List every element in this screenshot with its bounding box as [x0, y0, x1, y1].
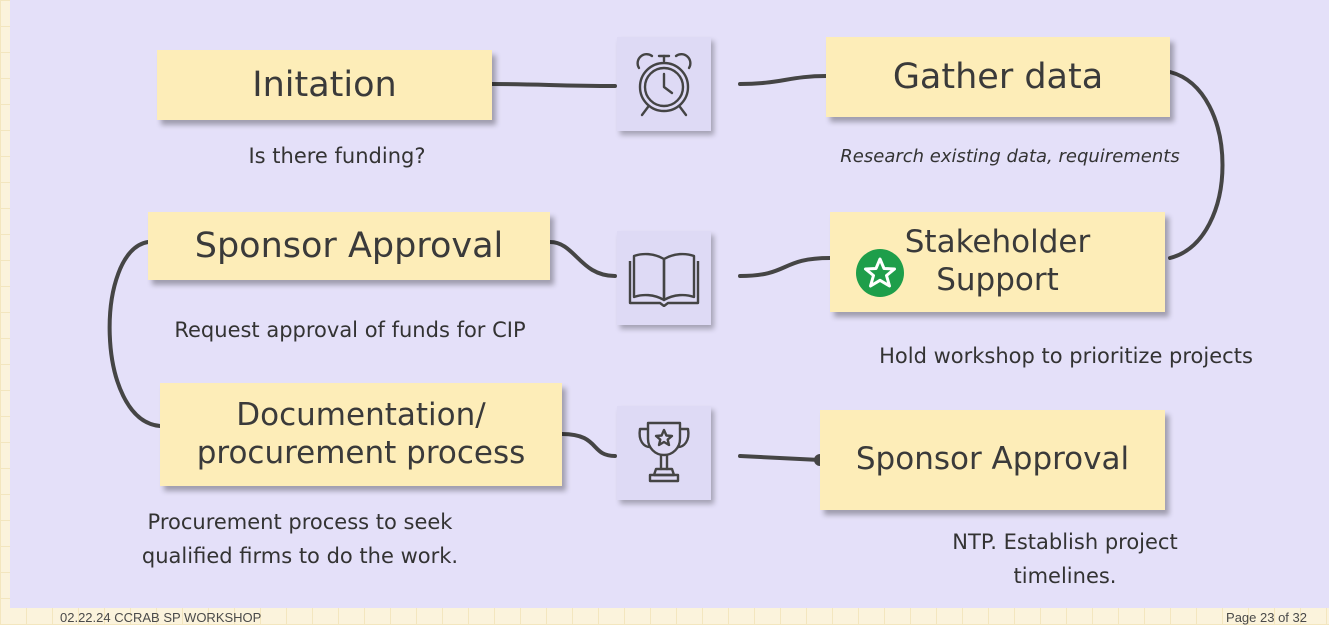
- initiation-title: Initation: [252, 64, 397, 105]
- trophy-icon: [638, 421, 690, 483]
- alarm-clock-icon: [636, 53, 692, 117]
- trophy-box: [617, 406, 711, 500]
- documentation-title-line2: procurement process: [196, 434, 526, 471]
- alarm-clock-box: [617, 37, 711, 131]
- initiation-caption: Is there funding?: [248, 144, 426, 168]
- documentation-box: Documentation/ procurement process: [160, 383, 562, 486]
- stakeholder-caption: Hold workshop to prioritize projects: [879, 344, 1253, 368]
- sponsor-approval-2-caption: NTP. Establish project timelines.: [915, 526, 1215, 593]
- sponsor-approval-title: Sponsor Approval: [194, 225, 504, 266]
- footer-left: 02.22.24 CCRAB SP WORKSHOP: [60, 610, 262, 625]
- documentation-caption: Procurement process to seek qualified fi…: [110, 506, 490, 573]
- sponsor-approval-2-caption-line1: NTP. Establish project: [952, 530, 1178, 554]
- gather-data-caption: Research existing data, requirements: [840, 146, 1180, 167]
- documentation-caption-line1: Procurement process to seek: [147, 510, 453, 534]
- stakeholder-title-line2: Support: [936, 262, 1059, 298]
- open-book-box: [617, 231, 711, 325]
- sponsor-approval-caption: Request approval of funds for CIP: [174, 318, 526, 342]
- connector-book-sponsor: [548, 240, 617, 278]
- gather-data-box: Gather data: [826, 37, 1170, 117]
- gather-data-title: Gather data: [892, 56, 1104, 97]
- footer-page-number: Page 23 of 32: [1226, 610, 1307, 625]
- sponsor-approval-2-caption-line2: timelines.: [1013, 563, 1117, 588]
- connector-initiation-clock: [490, 82, 617, 88]
- sponsor-approval-2-box: Sponsor Approval: [820, 410, 1165, 510]
- stakeholder-title-line1: Stakeholder: [904, 224, 1091, 261]
- connector-gather-stakeholder: [1168, 70, 1225, 260]
- connector-stakeholder-book: [738, 256, 832, 278]
- sponsor-approval-2-title: Sponsor Approval: [855, 441, 1130, 478]
- open-book-icon: [628, 252, 700, 307]
- sponsor-approval-box: Sponsor Approval: [148, 212, 550, 280]
- documentation-title-line1: Documentation/: [236, 396, 486, 433]
- connector-sponsor-documentation: [107, 240, 162, 428]
- star-badge-icon: [855, 248, 905, 298]
- documentation-caption-line2: qualified firms to do the work.: [141, 543, 459, 568]
- connector-trophy-sponsor2: [738, 454, 822, 462]
- initiation-box: Initation: [157, 50, 492, 120]
- connector-clock-gather: [738, 74, 828, 86]
- connector-documentation-trophy: [560, 432, 617, 458]
